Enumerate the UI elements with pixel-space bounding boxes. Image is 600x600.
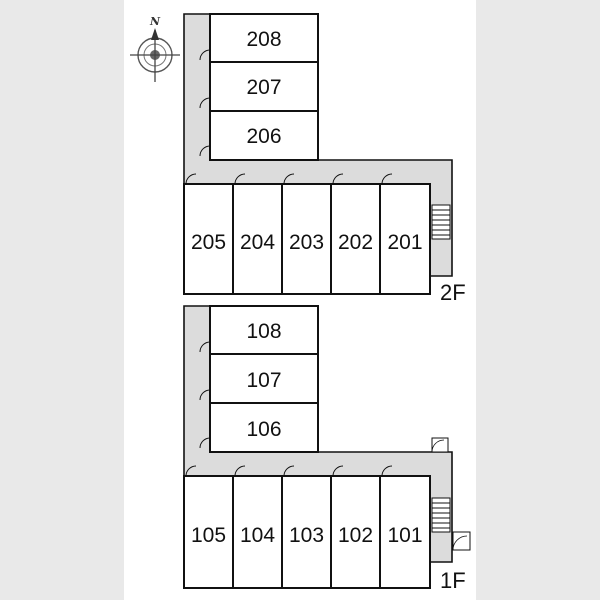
room-label: 201 (387, 231, 422, 254)
room-label: 104 (240, 524, 275, 547)
door-icon (332, 173, 344, 185)
door-icon (332, 465, 344, 477)
door-icon (381, 173, 393, 185)
room-label: 203 (289, 231, 324, 254)
room-label: 103 (289, 524, 324, 547)
room-208: 208 (209, 13, 319, 63)
floor-1f: 108 107 106 105 104 103 102 (183, 305, 471, 593)
room-102: 102 (330, 475, 381, 589)
room-label: 202 (338, 231, 373, 254)
compass-icon: N (130, 15, 180, 82)
floor-label-1f: 1F (440, 568, 466, 593)
room-label: 208 (246, 28, 281, 51)
room-label: 107 (246, 369, 281, 392)
room-label: 102 (338, 524, 373, 547)
room-label: 205 (191, 231, 226, 254)
room-207: 207 (209, 61, 319, 112)
room-label: 207 (246, 76, 281, 99)
door-icon (199, 437, 211, 449)
room-103: 103 (281, 475, 332, 589)
door-icon (199, 145, 211, 157)
room-206: 206 (209, 110, 319, 161)
room-label: 106 (246, 418, 281, 441)
door-icon (185, 465, 197, 477)
room-label: 204 (240, 231, 275, 254)
stair-icon (431, 204, 451, 240)
door-icon (234, 465, 246, 477)
door-icon (185, 173, 197, 185)
storage-box (452, 531, 471, 551)
room-104: 104 (232, 475, 283, 589)
door-icon (283, 465, 295, 477)
door-icon (234, 173, 246, 185)
door-icon (199, 341, 211, 353)
room-label: 105 (191, 524, 226, 547)
room-101: 101 (379, 475, 431, 589)
door-icon (381, 465, 393, 477)
door-icon (199, 97, 211, 109)
compass-north-label: N (149, 15, 161, 28)
room-203: 203 (281, 183, 332, 295)
room-label: 101 (387, 524, 422, 547)
room-108: 108 (209, 305, 319, 355)
stair-icon (431, 497, 451, 533)
room-107: 107 (209, 353, 319, 404)
door-icon (199, 49, 211, 61)
door-icon (283, 173, 295, 185)
door-icon (199, 389, 211, 401)
room-label: 206 (246, 125, 281, 148)
room-205: 205 (183, 183, 234, 295)
storage-box (431, 437, 449, 453)
room-202: 202 (330, 183, 381, 295)
floor-2f: 208 207 206 205 204 203 202 (183, 13, 466, 305)
floor-label-2f: 2F (440, 280, 466, 305)
room-106: 106 (209, 402, 319, 453)
room-201: 201 (379, 183, 431, 295)
room-204: 204 (232, 183, 283, 295)
room-label: 108 (246, 320, 281, 343)
room-105: 105 (183, 475, 234, 589)
